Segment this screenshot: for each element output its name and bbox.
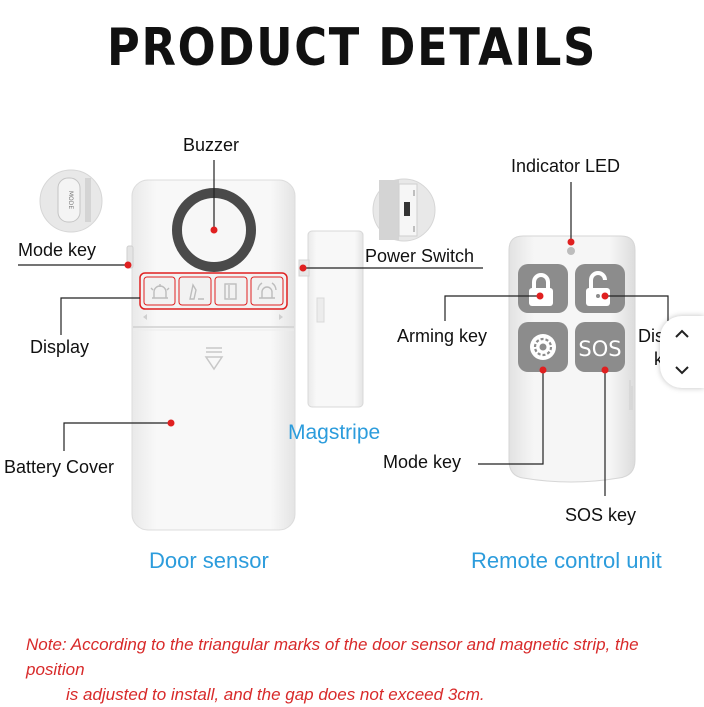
label-indicator-led: Indicator LED <box>511 156 621 176</box>
sos-button <box>575 322 625 372</box>
display-panel <box>139 272 288 310</box>
mode-key-zoom: MODE <box>39 169 103 233</box>
sos-button-text: SOS <box>578 337 621 361</box>
remote-control: SOS <box>508 235 636 483</box>
label-mode-key: Mode key <box>18 240 97 260</box>
chevron-down-icon[interactable] <box>672 360 692 380</box>
label-disarm-key-partial-2: k <box>654 349 663 369</box>
label-display: Display <box>30 337 90 357</box>
label-battery-cover: Battery Cover <box>4 457 115 477</box>
label-arming-key: Arming key <box>397 326 488 346</box>
product-diagram: MODE SOS <box>18 160 669 531</box>
gear-icon <box>530 334 556 360</box>
label-power-switch: Power Switch <box>365 246 475 266</box>
label-mode-key-remote: Mode key <box>383 452 462 472</box>
caption-door-sensor: Door sensor <box>149 548 269 573</box>
power-switch-zoom <box>372 178 436 242</box>
scroll-widget <box>660 316 704 388</box>
install-note: Note: According to the triangular marks … <box>26 632 696 707</box>
page-title: PRODUCT DETAILS <box>106 18 598 78</box>
leader-lines <box>18 160 669 496</box>
label-magstripe: Magstripe <box>288 421 381 444</box>
label-disarm-key-partial: Dis <box>638 326 664 346</box>
label-sos-key: SOS key <box>565 505 637 525</box>
marker-dots <box>124 226 609 427</box>
display-icons <box>150 282 277 300</box>
magstripe <box>298 230 364 408</box>
chevron-up-icon[interactable] <box>672 324 692 344</box>
caption-remote: Remote control unit <box>471 548 662 573</box>
note-line-1: Note: According to the triangular marks … <box>26 635 639 679</box>
door-sensor <box>126 179 296 531</box>
note-line-2: is adjusted to install, and the gap does… <box>66 685 485 704</box>
label-buzzer: Buzzer <box>183 135 240 155</box>
mode-button-text: MODE <box>67 191 74 210</box>
